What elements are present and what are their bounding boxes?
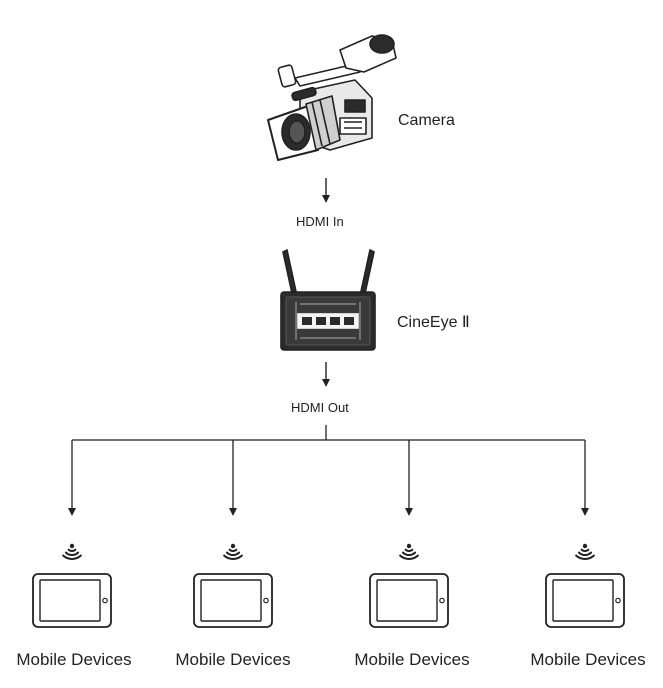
arrow-down-icon [581, 508, 589, 516]
device-label-2: Mobile Devices [175, 650, 291, 669]
device-branches [32, 440, 625, 628]
tablet-icon [193, 573, 273, 628]
video-camera-icon [267, 34, 397, 161]
wifi-signal-icon [399, 543, 419, 560]
tablet-icon [545, 573, 625, 628]
wifi-signal-icon [575, 543, 595, 560]
device-label-1: Mobile Devices [16, 650, 132, 669]
tablet-icon [369, 573, 449, 628]
device-branch [193, 440, 273, 628]
hdmi-in-label: HDMI In [296, 214, 344, 229]
cineeye-label: CineEye Ⅱ [397, 314, 470, 331]
wifi-signal-icon [62, 543, 82, 560]
arrow-down-icon [322, 195, 330, 203]
device-branch [369, 440, 449, 628]
camera-label: Camera [398, 112, 455, 129]
arrow-down-icon [405, 508, 413, 516]
hdmi-out-label: HDMI Out [291, 400, 349, 415]
device-branch [545, 440, 625, 628]
device-label-3: Mobile Devices [354, 650, 470, 669]
arrow-down-icon [322, 379, 330, 387]
arrow-down-icon [229, 508, 237, 516]
tablet-icon [32, 573, 112, 628]
wireless-transmitter-icon [280, 248, 376, 351]
wifi-signal-icon [223, 543, 243, 560]
device-label-4: Mobile Devices [530, 650, 646, 669]
arrow-down-icon [68, 508, 76, 516]
device-branch [32, 440, 112, 628]
